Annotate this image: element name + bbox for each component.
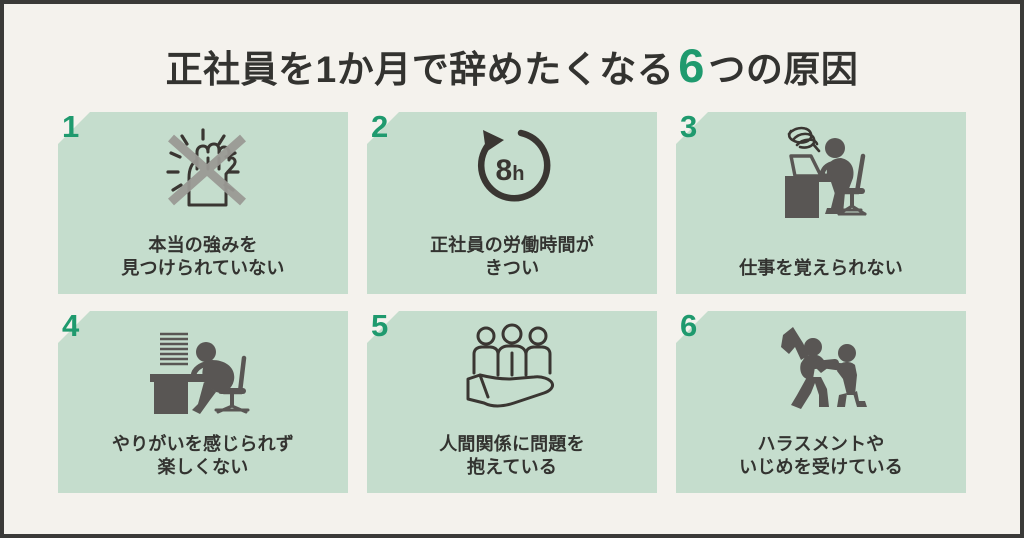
exhausted-person-at-desk-icon [58,321,348,414]
harassment-bullying-icon [676,321,966,413]
caption-line: 見つけられていない [121,257,285,278]
reason-card-2: 2 8h 正社員の労働時間が きつい [367,109,657,294]
reason-card-1: 1 [58,109,348,294]
caption-line: 抱えている [466,456,558,477]
card-number: 6 [680,308,698,343]
reason-card-4: 4 [58,308,348,493]
caption-line: いじめを受けている [739,456,903,477]
card-number: 4 [62,308,80,343]
card-caption: 正社員の労働時間が きつい [367,234,657,280]
reason-card-3: 3 [676,109,966,294]
caption-line: 楽しくない [157,456,249,477]
card-caption: ハラスメントや いじめを受けている [676,433,966,479]
caption-line: 正社員の労働時間が [430,234,594,255]
caption-line: 本当の強みを [148,234,258,255]
card-number: 5 [371,308,389,343]
card-number: 2 [371,109,389,144]
page-title-number: 6 [678,39,705,92]
card-background [676,112,966,294]
card-caption: 人間関係に問題を 抱えている [367,433,657,479]
card-background [367,311,657,493]
card-caption: 本当の強みを 見つけられていない [58,234,348,280]
caption-line: やりがいを感じられず [112,433,294,454]
card-caption: 仕事を覚えられない [676,257,966,280]
page-title-after: つの原因 [708,49,859,90]
card-background [58,112,348,294]
crossed-out-fist-icon [58,122,348,214]
icon-label-8h: 8h [496,154,525,187]
card-number: 1 [62,109,80,144]
page-title-before: 正社員を1か月で辞めたくなる [165,49,675,90]
caption-line: 仕事を覚えられない [739,257,903,278]
caption-line: 人間関係に問題を [439,433,585,454]
reason-card-6: 6 [676,308,966,493]
reason-card-5: 5 [367,308,657,493]
three-people-on-hand-icon [367,321,657,413]
caption-line: きつい [484,257,540,278]
caption-line: ハラスメントや [757,433,885,454]
eight-hour-clock-arrow-icon: 8h [367,122,657,214]
card-caption: やりがいを感じられず 楽しくない [58,433,348,479]
reasons-grid: 1 [58,109,970,506]
card-number: 3 [680,109,698,144]
card-background [367,112,657,294]
frustrated-person-at-desk-icon [676,122,966,218]
